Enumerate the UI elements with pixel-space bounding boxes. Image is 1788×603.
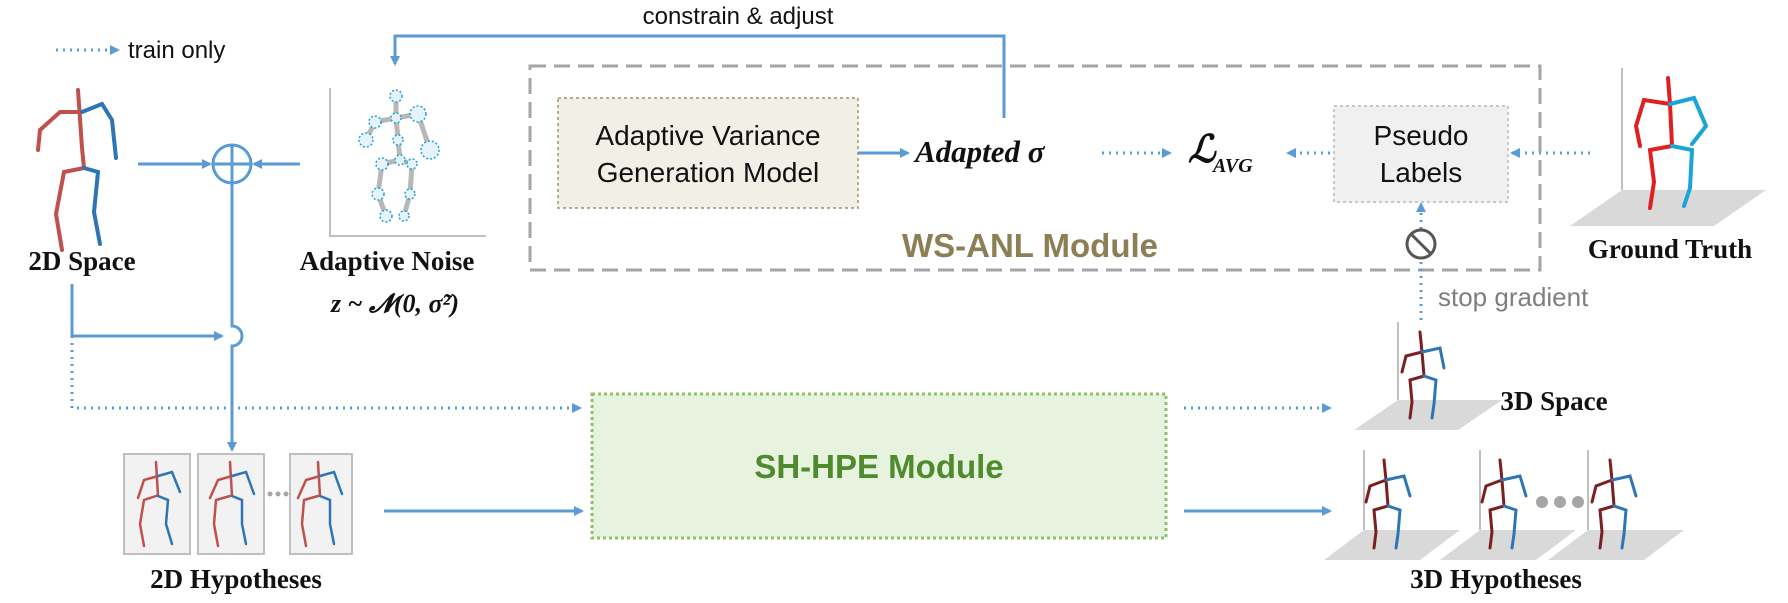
legend-label: train only <box>128 37 225 64</box>
hypotheses-3d-label: 3D Hypotheses <box>1410 564 1582 594</box>
adaptive-noise-label: Adaptive Noise <box>300 246 475 276</box>
space-2d-skeleton <box>36 88 118 252</box>
hypotheses-2d-label: 2D Hypotheses <box>150 564 322 594</box>
summation-circle-icon <box>211 143 253 185</box>
constrain-adjust-label: constrain & adjust <box>643 3 834 30</box>
dotted-connectors <box>70 148 1590 413</box>
loss-symbol: ℒ <box>1188 129 1217 171</box>
adapted-sigma: Adapted σ <box>913 134 1046 169</box>
pseudo-labels-box: Pseudo Labels <box>1333 105 1509 203</box>
hypothesis-3d-figure <box>1440 450 1576 560</box>
ellipsis-dots-icon <box>1536 496 1584 508</box>
sh-hpe-module-label: SH-HPE Module <box>754 448 1003 485</box>
avgm-box: Adaptive Variance Generation Model <box>557 97 859 209</box>
hypothesis-2d-card <box>197 453 265 555</box>
noise-formula: z ~ 𝓝(0, σ̃²) <box>330 289 459 318</box>
loss-subscript: AVG <box>1211 155 1253 177</box>
avgm-line2: Generation Model <box>597 157 820 188</box>
space-2d-label: 2D Space <box>28 246 135 276</box>
stop-gradient-label: stop gradient <box>1438 282 1589 312</box>
hypotheses-2d-group <box>123 453 353 555</box>
hypothesis-3d-figure <box>1324 450 1460 560</box>
hypothesis-2d-card <box>289 453 353 555</box>
arrow-2d-to-avgm <box>70 284 224 341</box>
space-3d-figure <box>1354 322 1502 430</box>
hypothesis-3d-figure <box>1548 450 1684 560</box>
sh-hpe-module-box <box>590 392 1168 540</box>
ws-anl-module-label: WS-ANL Module <box>902 227 1158 264</box>
hypothesis-2d-card <box>123 453 191 555</box>
stop-gradient-icon <box>1405 228 1437 260</box>
avgm-line1: Adaptive Variance <box>595 120 820 151</box>
ws-anl-module-box <box>528 64 1542 272</box>
constrain-adjust-arrow: constrain & adjust <box>390 3 1006 118</box>
arrow-2d-to-shhpe-train <box>70 336 582 413</box>
loss-avg: ℒ AVG <box>1188 129 1253 177</box>
connectors <box>70 148 1332 516</box>
pseudo-labels-line1: Pseudo <box>1374 120 1469 151</box>
legend: train only <box>56 37 225 64</box>
arrow-sum-to-hypotheses <box>227 183 244 452</box>
ground-truth-label: Ground Truth <box>1588 234 1752 264</box>
ground-truth-figure <box>1570 68 1766 226</box>
space-3d-label: 3D Space <box>1500 386 1607 416</box>
hypotheses-3d-group <box>1324 450 1684 560</box>
adaptive-noise-panel <box>329 88 486 237</box>
pseudo-labels-line2: Labels <box>1380 157 1463 188</box>
